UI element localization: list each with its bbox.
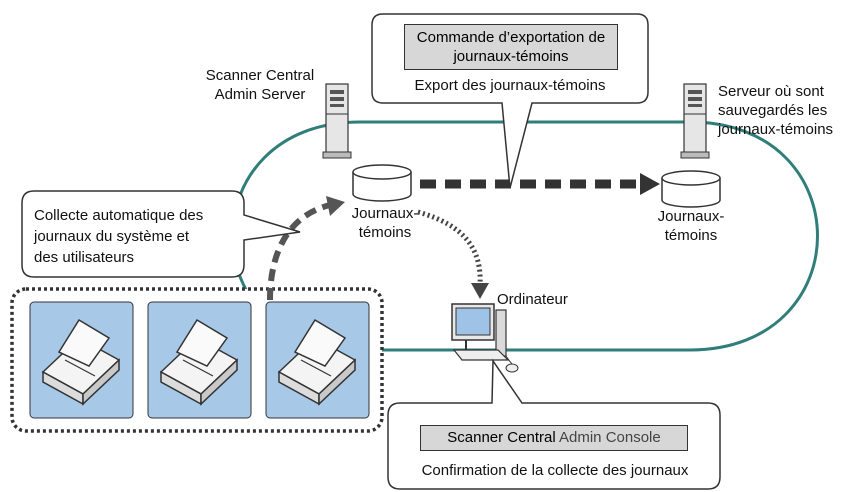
database-label-1: Journaux- témoins <box>330 204 440 242</box>
database-label-2-line2: témoins <box>664 227 718 244</box>
log-server-label-line1: Serveur où sont <box>718 83 824 100</box>
admin-server-label: Scanner Central Admin Server <box>186 66 334 104</box>
log-server-label: Serveur où sont sauvegardés les journaux… <box>718 82 853 139</box>
log-server-icon <box>680 83 710 159</box>
collect-callout-bubble <box>21 190 301 278</box>
log-server-label-line3: journaux-témoins <box>718 121 834 138</box>
computer-icon <box>451 303 519 373</box>
database-label-2-line1: Journaux- <box>657 208 725 225</box>
export-caption: Export des journaux-témoins <box>414 77 606 94</box>
collect-line2: journaux du système et <box>34 228 190 245</box>
scanner-2 <box>147 301 252 419</box>
database-icon-1 <box>352 164 412 202</box>
database-icon-2 <box>661 170 721 208</box>
database-label-1-line1: Journaux- <box>351 205 419 222</box>
database-label-1-line2: témoins <box>358 224 412 241</box>
console-title-part1: Scanner Central <box>447 429 556 446</box>
export-command-line1: Commande d’exportation de <box>416 29 606 46</box>
scanner-1 <box>29 301 134 419</box>
computer-label: Ordinateur <box>497 291 568 308</box>
collect-line1: Collecte automatique des <box>34 207 204 224</box>
console-caption: Confirmation de la collecte des journaux <box>421 462 689 479</box>
admin-server-label-line1: Scanner Central <box>205 67 315 84</box>
admin-server-label-line2: Admin Server <box>214 86 306 103</box>
collection-arrow <box>267 196 345 301</box>
console-title-part2: Admin Console <box>555 429 661 446</box>
network-loop <box>231 120 819 352</box>
console-title-box: Scanner Central Admin Console <box>420 425 688 451</box>
scanner-group <box>10 287 384 433</box>
export-command-line2: journaux-témoins <box>453 48 569 65</box>
export-command-box: Commande d’exportation de journaux-témoi… <box>404 24 618 70</box>
scanner-3 <box>265 301 370 419</box>
database-label-2: Journaux- témoins <box>636 207 746 245</box>
db-to-computer-arrow <box>417 209 489 299</box>
log-server-label-line2: sauvegardés les <box>718 102 828 119</box>
collect-callout-text: Collecte automatique des journaux du sys… <box>34 205 244 268</box>
export-arrow <box>420 173 660 195</box>
admin-server-icon <box>322 83 352 159</box>
collect-line3: des utilisateurs <box>34 249 135 266</box>
